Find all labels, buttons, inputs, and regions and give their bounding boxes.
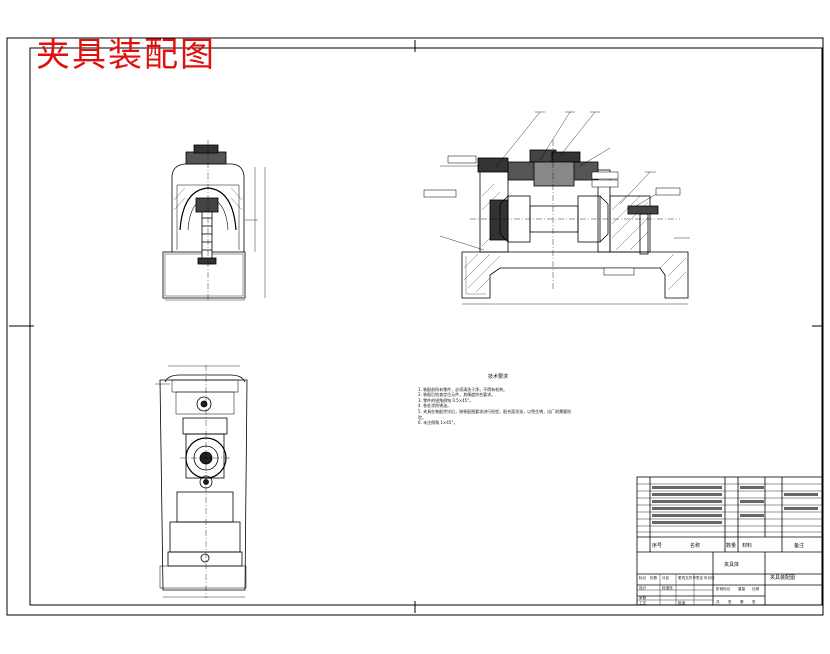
tb-material-header: 材料 xyxy=(742,542,752,549)
top-view xyxy=(155,365,248,598)
tb-name-header: 名称 xyxy=(690,542,700,549)
tb-qty-header: 数量 xyxy=(726,542,736,549)
tech-requirement-item: 1. 装配前所有零件，必须清洗干净，不得有毛刺。 xyxy=(418,386,508,392)
tech-requirements-heading: 技术要求 xyxy=(487,374,508,380)
tb-seq-header: 序号 xyxy=(652,542,662,549)
tech-requirement-item: 5. 夹具在装配完毕后，按装配图要求进行检验，配合面涂油，以免生锈，出厂前需要检… xyxy=(418,408,572,420)
tech-requirement-item: 2. 装配后检查定位元件，其精度符合要求。 xyxy=(418,392,496,398)
drawing-title: 夹具装配图 xyxy=(36,35,216,75)
outer-border xyxy=(6,37,824,616)
front-view xyxy=(162,140,266,302)
section-view xyxy=(439,111,690,305)
centering-marks xyxy=(9,40,823,613)
tb-drawing-name: 夹具装配图 xyxy=(770,574,795,581)
parts-list-rows xyxy=(637,483,822,605)
title-block-text: 序号 名称 数量 材料 备注 夹具体 夹具装配图 xyxy=(652,542,804,581)
tb-remark-header: 备注 xyxy=(794,542,804,549)
parts-list-fill xyxy=(652,486,818,524)
technical-requirements: 技术要求 1. 装配前所有零件，必须清洗干净，不得有毛刺。 2. 装配后检查定位… xyxy=(418,374,578,426)
tech-requirement-item: 6. 未注倒角 1×45°。 xyxy=(418,420,458,426)
tb-part-name: 夹具体 xyxy=(724,561,739,568)
gdt-frames xyxy=(423,155,681,276)
tech-requirement-item: 4. 各处涂防锈油。 xyxy=(418,403,452,409)
tech-requirement-item: 3. 零件的锐角倒钝 0.5×45°。 xyxy=(418,397,474,403)
title-block-frame xyxy=(636,476,823,606)
